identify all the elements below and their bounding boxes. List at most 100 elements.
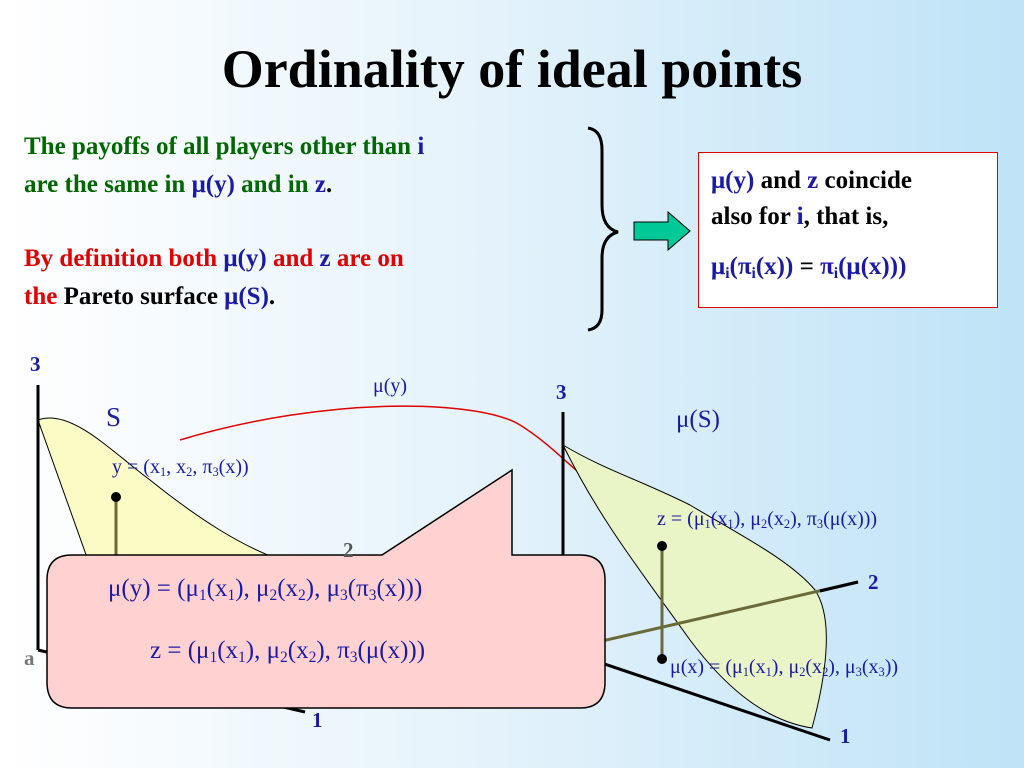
eq-part: μ (711, 253, 726, 280)
lbl-part: ), μ (733, 508, 762, 530)
left-y-point (111, 492, 121, 502)
callout-line2: z = (μ1(x1), μ2(x2), π3(μ(x))) (150, 637, 425, 665)
lbl-part: z = (μ (657, 508, 705, 530)
right-axis-2-tip (819, 580, 859, 593)
eq-sub: 3 (349, 648, 358, 666)
eq-part: (π (347, 575, 369, 602)
lbl-part: y = (x (112, 456, 160, 478)
text-segment: , that is, (803, 203, 889, 230)
lbl-part: (x (767, 508, 784, 530)
eq-part: ), π (316, 637, 350, 664)
eq-part: (π (729, 253, 752, 280)
eq-sub: 1 (198, 586, 207, 604)
eq-part: ), μ (235, 575, 270, 602)
lbl-part: , x (166, 456, 187, 478)
eq-part: π (820, 253, 834, 280)
text-segment: are on (330, 245, 404, 272)
right-set-label: μ(S) (676, 406, 720, 433)
z-point-label: z = (μ1(x1), μ2(x2), π3(μ(x))) (657, 508, 877, 531)
eq-sub: i (751, 264, 756, 282)
lbl-sub: 2 (783, 517, 791, 532)
lbl-part: (x (805, 656, 823, 678)
paragraph-definition-line1: By definition both μ(y) and z are on (24, 240, 404, 278)
lbl-sub: 3 (878, 665, 885, 680)
lbl-part: (x (710, 508, 728, 530)
lbl-part: (x (861, 656, 879, 678)
right-axis-1 (562, 648, 831, 742)
coincide-line2: also for i, that is, (711, 199, 987, 235)
text-segment: and (266, 245, 320, 272)
lbl-sub: 1 (742, 665, 749, 680)
right-mux-point (657, 654, 667, 664)
eq-part: z = (μ (150, 637, 210, 664)
var-z: z (314, 171, 326, 198)
paragraph-payoffs: The payoffs of all players other than i … (24, 128, 424, 204)
paragraph-payoffs-line1: The payoffs of all players other than i (24, 128, 424, 166)
eq-part: μ(y) = (μ (108, 575, 199, 602)
right-axis-1-label: 1 (840, 724, 851, 748)
lbl-sub: 1 (765, 665, 772, 680)
paragraph-definition-line2: the Pareto surface μ(S). (24, 278, 404, 316)
var-i: i (417, 133, 425, 160)
eq-part: (x)) (755, 253, 794, 280)
eq-sub: 3 (368, 586, 377, 604)
right-axis-2-label: 2 (868, 570, 879, 594)
lbl-part: ), μ (771, 656, 800, 678)
eq-part: (x (206, 575, 228, 602)
var-mu-y: μ(y) (191, 171, 235, 198)
lbl-sub: 3 (855, 665, 862, 680)
lbl-part: , π (192, 456, 213, 478)
coincide-equation: μi(πi(x)) = πi(μ(x))) (711, 249, 987, 285)
left-axis-3-label: 3 (30, 352, 41, 376)
eq-sub: 2 (298, 586, 306, 604)
callout-line1: μ(y) = (μ1(x1), μ2(x2), μ3(π3(x))) (108, 575, 422, 603)
lbl-sub: 2 (186, 465, 193, 480)
eq-part: ), μ (245, 637, 280, 664)
var-mu-y: μ(y) (223, 245, 267, 272)
right-plot-graphics (561, 412, 859, 742)
eq-part: (x (287, 637, 309, 664)
text-segment: coincide (818, 167, 913, 194)
text-segment: also for (711, 203, 797, 230)
text-segment: The payoffs of all players other than (24, 133, 418, 160)
eq-part: ), μ (305, 575, 341, 602)
eq-part: (μ(x))) (838, 253, 907, 280)
var-mu-s: μ(S) (224, 283, 269, 310)
lbl-sub: 1 (704, 517, 711, 532)
text-segment: are the same in (24, 171, 192, 198)
var-mu-y: μ(y) (711, 167, 755, 194)
eq-sub: 3 (340, 586, 348, 604)
left-axis-2-label: 2 (343, 538, 354, 562)
eq-sub: 2 (308, 648, 317, 666)
lbl-sub: 2 (822, 665, 829, 680)
mux-point-label: μ(x) = (μ1(x1), μ2(x2), μ3(x3)) (670, 656, 898, 679)
lbl-sub: 1 (727, 517, 734, 532)
lbl-sub: 2 (799, 665, 806, 680)
coincide-box: μ(y) and z coincide also for i, that is,… (698, 152, 998, 308)
text-segment: . (268, 283, 276, 310)
text-segment: the (24, 283, 58, 310)
green-arrow-icon (633, 210, 691, 252)
lbl-part: ), π (790, 508, 817, 530)
right-axis-3-label: 3 (556, 380, 567, 404)
var-z: z (807, 167, 819, 194)
callout-shape (46, 468, 606, 709)
lbl-sub: 1 (159, 465, 167, 480)
left-origin-label: a (24, 646, 35, 670)
eq-sub: i (725, 264, 730, 282)
eq-part: (x (277, 575, 299, 602)
paragraph-payoffs-line2: are the same in μ(y) and in z. (24, 166, 424, 204)
right-axis-2 (562, 580, 859, 652)
text-segment: and in (234, 171, 315, 198)
page-title: Ordinality of ideal points (221, 39, 803, 99)
right-set-mus-region (561, 443, 827, 729)
text-segment: . (325, 171, 333, 198)
eq-sub: i (833, 264, 839, 282)
eq-sub: 1 (238, 648, 246, 666)
eq-part: (x (217, 637, 239, 664)
lbl-part: (μ(x))) (823, 508, 878, 530)
text-segment: and (754, 167, 808, 194)
lbl-part: (x)) (218, 456, 249, 478)
eq-sub: 2 (269, 586, 278, 604)
coincide-line1: μ(y) and z coincide (711, 163, 987, 199)
